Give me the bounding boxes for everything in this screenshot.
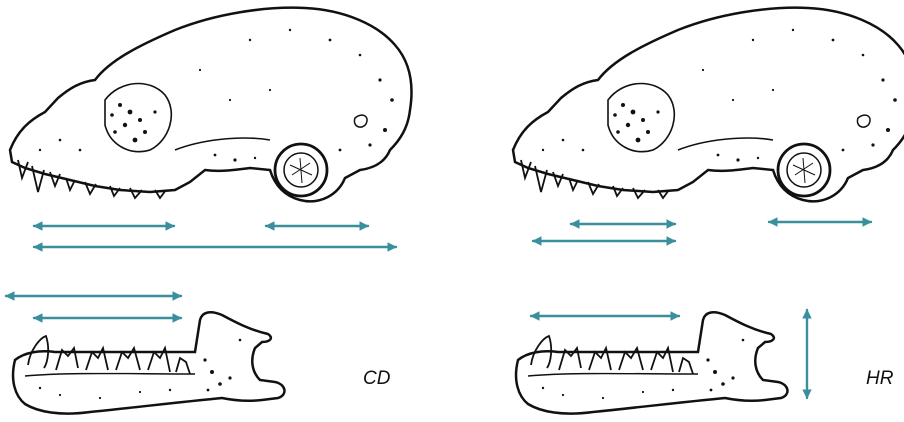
skull-drawing-right xyxy=(513,8,904,202)
mandible-drawing-left xyxy=(13,312,284,413)
panel-right xyxy=(513,8,904,414)
panel-label-left: CD xyxy=(363,368,390,390)
skull-drawing-left xyxy=(10,8,411,202)
mandible-drawing-right xyxy=(516,312,787,413)
panel-label-right: HR xyxy=(866,368,893,390)
panel-left xyxy=(6,8,411,414)
